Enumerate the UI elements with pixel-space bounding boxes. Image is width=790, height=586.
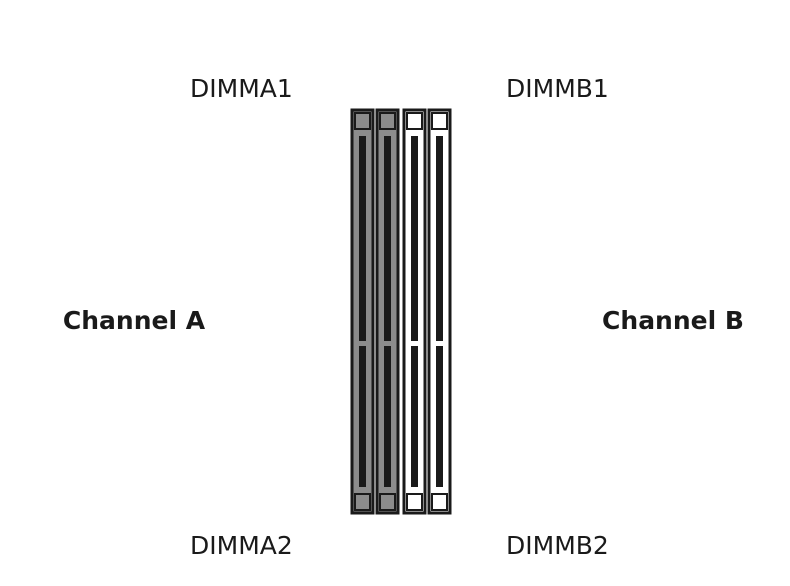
slot-groove-dimma2 bbox=[384, 136, 391, 487]
dimm-slot-dimma2 bbox=[375, 108, 400, 515]
slot-bottom-latch-dimmb2 bbox=[431, 493, 448, 511]
slot-key-notch-dimma2 bbox=[384, 341, 391, 346]
slot-label-dimma2: DIMMA2 bbox=[190, 531, 293, 560]
slot-bottom-latch-dimma2 bbox=[379, 493, 396, 511]
channel-b-label: Channel B bbox=[602, 306, 744, 335]
slot-groove-dimma1 bbox=[359, 136, 366, 487]
slot-label-dimmb2: DIMMB2 bbox=[506, 531, 609, 560]
slot-key-notch-dimma1 bbox=[359, 341, 366, 346]
slot-groove-dimmb1 bbox=[411, 136, 418, 487]
slot-label-dimma1: DIMMA1 bbox=[190, 74, 293, 103]
slot-groove-dimmb2 bbox=[436, 136, 443, 487]
dimm-slot-dimma1 bbox=[350, 108, 375, 515]
dimm-slot-dimmb2 bbox=[427, 108, 452, 515]
slot-key-notch-dimmb1 bbox=[411, 341, 418, 346]
slot-bottom-latch-dimmb1 bbox=[406, 493, 423, 511]
slot-label-dimmb1: DIMMB1 bbox=[506, 74, 609, 103]
slot-bottom-latch-dimma1 bbox=[354, 493, 371, 511]
slot-key-notch-dimmb2 bbox=[436, 341, 443, 346]
slot-top-latch-dimma1 bbox=[354, 112, 371, 130]
slot-top-latch-dimmb1 bbox=[406, 112, 423, 130]
channel-a-label: Channel A bbox=[63, 306, 206, 335]
dimm-slot-dimmb1 bbox=[402, 108, 427, 515]
slot-top-latch-dimma2 bbox=[379, 112, 396, 130]
slot-top-latch-dimmb2 bbox=[431, 112, 448, 130]
memory-slots bbox=[350, 108, 452, 515]
